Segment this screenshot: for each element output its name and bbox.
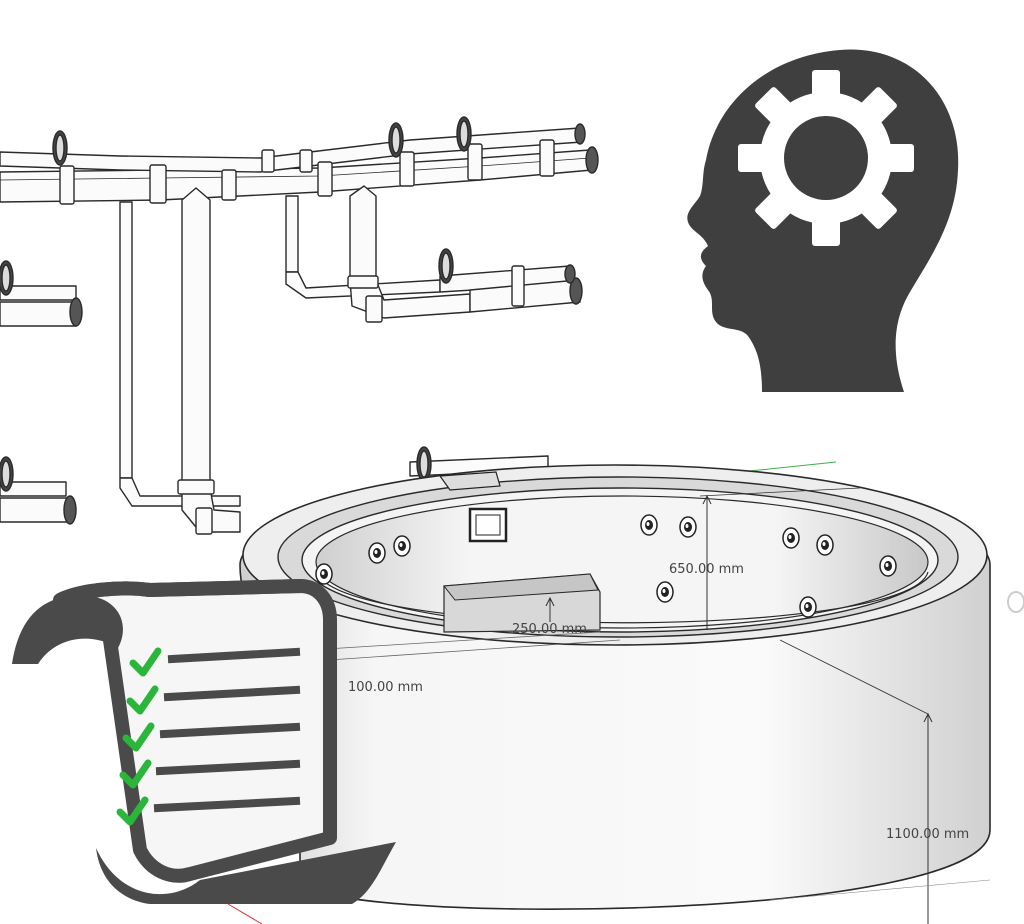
dimension-label-100: 100.00 mm — [348, 680, 423, 695]
checkmark-icon — [126, 685, 159, 715]
head-gear-icon — [687, 49, 959, 392]
pipe-manifold — [0, 116, 599, 535]
checkmark-icon — [129, 647, 162, 677]
dimension-label-650: 650.00 mm — [669, 562, 744, 577]
dimension-label-250: 250.00 mm — [512, 622, 587, 637]
spa-tub-model: 650.00 mm 250.00 mm 100.00 mm 1100.00 mm — [227, 461, 1024, 924]
checklist-scroll-icon — [12, 579, 396, 904]
checkmark-icon — [122, 722, 155, 752]
checkmark-icon — [116, 796, 149, 826]
checkmark-icon — [119, 759, 152, 789]
dimension-label-1100: 1100.00 mm — [886, 827, 969, 842]
